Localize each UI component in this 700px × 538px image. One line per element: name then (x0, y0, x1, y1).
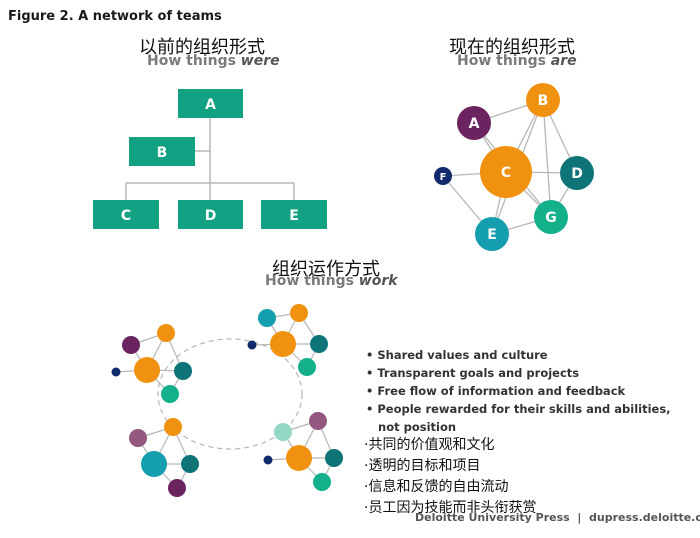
are-heading-zh: 现在的组织形式 (449, 37, 575, 58)
network-node-f-circle (434, 167, 452, 185)
work-heading-en: How things work (265, 273, 398, 289)
team-node (298, 358, 316, 376)
hierarchy-box-a-label: A (205, 97, 216, 113)
bullet-item: • Shared values and culture (366, 348, 548, 362)
were-heading-en-prefix: How things (147, 53, 241, 69)
hierarchy-box-b: B (129, 137, 195, 166)
team-node (122, 336, 140, 354)
network-node-e-circle (475, 217, 509, 251)
hierarchy-box-c: C (93, 200, 159, 229)
network-node-c-circle (480, 146, 532, 198)
hierarchy-box-a-rect (178, 89, 243, 118)
hierarchy-box-e: E (261, 200, 327, 229)
bullet-item: • People rewarded for their skills and a… (366, 402, 671, 416)
team-node (181, 455, 199, 473)
team-cluster-bottom-right (263, 412, 343, 491)
network-node-b-label: B (538, 93, 549, 109)
source-credit: Deloitte University Press | dupress.delo… (415, 511, 700, 524)
team-cluster-bottom-left (129, 418, 199, 497)
are-heading-en-em: are (550, 53, 577, 69)
network-node-a: A (457, 106, 491, 140)
hierarchy-box-c-label: C (121, 208, 131, 224)
team-node (134, 357, 160, 383)
network-node-c: C (480, 146, 532, 198)
hierarchy-box-d-label: D (205, 208, 217, 224)
network-node-d: D (560, 156, 594, 190)
network-node-g-label: G (545, 210, 557, 226)
network-node-c-label: C (501, 165, 511, 181)
team-node (129, 429, 147, 447)
hierarchy-box-d: D (178, 200, 243, 229)
work-heading-zh: 组织运作方式 (272, 259, 380, 280)
network-node-f-label: F (440, 172, 447, 183)
bullet-item: not position (366, 420, 457, 434)
were-heading-en: How things were (147, 53, 280, 69)
network-node-a-circle (457, 106, 491, 140)
bullet-list: • Shared values and culture • Transparen… (366, 346, 671, 436)
team-ring (157, 338, 303, 450)
network-node-f: F (434, 167, 452, 185)
network-node-e-label: E (487, 227, 497, 243)
bullet-item: • Free flow of information and feedback (366, 384, 626, 398)
are-heading-en: How things are (457, 53, 577, 69)
network-node-b-circle (526, 83, 560, 117)
are-heading-en-prefix: How things (457, 53, 551, 69)
network-node-b: B (526, 83, 560, 117)
hierarchy-chart (125, 118, 295, 200)
team-node (274, 423, 292, 441)
team-node (310, 335, 328, 353)
team-node (247, 340, 257, 350)
team-node (309, 412, 327, 430)
network-node-g-circle (534, 200, 568, 234)
figure-title: Figure 2. A network of teams (8, 9, 222, 24)
team-node (270, 331, 296, 357)
team-node (161, 385, 179, 403)
chinese-list-item: ·员工因为技能而非头衔获赏 (364, 500, 537, 516)
team-node (263, 455, 273, 465)
team-node (157, 324, 175, 342)
team-cluster-top-right (247, 304, 328, 376)
work-heading-en-em: work (358, 273, 398, 289)
were-heading-en-em: were (240, 53, 280, 69)
team-cluster-top-left (111, 324, 192, 403)
network-node-d-label: D (571, 166, 583, 182)
chinese-list-item: ·共同的价值观和文化 (364, 437, 495, 453)
were-heading-zh: 以前的组织形式 (139, 37, 265, 58)
network-node-e: E (475, 217, 509, 251)
team-node (286, 445, 312, 471)
hierarchy-box-e-rect (261, 200, 327, 229)
hierarchy-box-d-rect (178, 200, 243, 229)
network-node-a-label: A (469, 116, 480, 132)
network-node-g: G (534, 200, 568, 234)
team-node (313, 473, 331, 491)
team-node (290, 304, 308, 322)
hierarchy-box-b-label: B (157, 145, 168, 161)
hierarchy-box-c-rect (93, 200, 159, 229)
team-node (164, 418, 182, 436)
hierarchy-box-b-rect (129, 137, 195, 166)
chinese-list-item: ·透明的目标和项目 (364, 458, 481, 474)
bullet-item: • Transparent goals and projects (366, 366, 580, 380)
chinese-list-item: ·信息和反馈的自由流动 (364, 479, 509, 495)
team-node (168, 479, 186, 497)
team-node (174, 362, 192, 380)
team-node (258, 309, 276, 327)
hierarchy-box-e-label: E (289, 208, 299, 224)
team-node (325, 449, 343, 467)
network-node-d-circle (560, 156, 594, 190)
hierarchy-box-a: A (178, 89, 243, 118)
team-node (141, 451, 167, 477)
team-node (111, 367, 121, 377)
chinese-list: ·共同的价值观和文化 ·透明的目标和项目 ·信息和反馈的自由流动 ·员工因为技能… (364, 435, 536, 519)
work-heading-en-prefix: How things (265, 273, 359, 289)
network-edge (542, 99, 552, 218)
